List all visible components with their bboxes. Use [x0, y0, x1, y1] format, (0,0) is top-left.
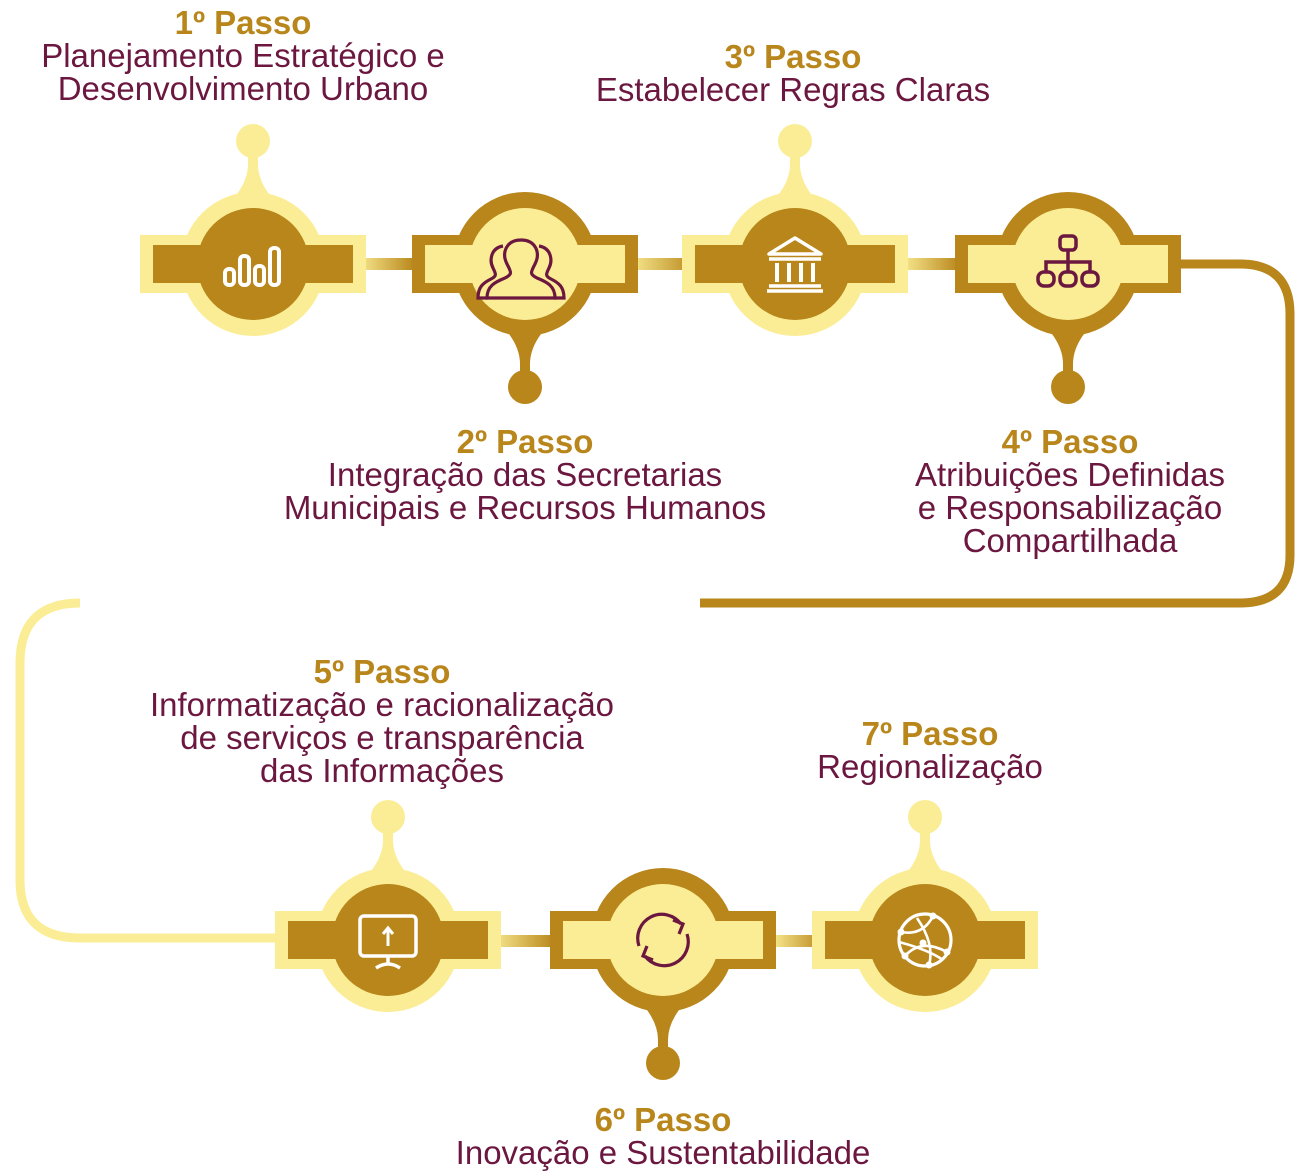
step-2-disc [469, 208, 581, 320]
step-3-title-line: Estabelecer Regras Claras [595, 71, 991, 108]
step-7-pin [908, 800, 942, 870]
step-6-title: Inovação e Sustentabilidade [456, 1136, 871, 1169]
step-1-title: Planejamento Estratégico e Desenvolvimen… [41, 39, 445, 105]
step-4-title-line: Compartilhada [962, 522, 1178, 559]
step-2-number: 2º Passo [456, 423, 594, 460]
connector-5-6 [490, 935, 555, 947]
org-chart-icon [1036, 234, 1100, 288]
step-1-node [140, 124, 366, 336]
step-4-title-line: e Responsabilização [917, 489, 1223, 526]
right-loop-connector [700, 259, 1295, 608]
step-1-title-line: Planejamento Estratégico e [41, 37, 445, 74]
bar-chart-icon [223, 246, 281, 287]
step-6-pin [646, 1010, 680, 1080]
step-5-node [275, 800, 501, 1012]
step-2-title: Integração das Secretarias Municipais e … [284, 458, 766, 524]
step-5-label: 5º Passo Informatização e racionalização… [150, 655, 614, 787]
step-6-disc [607, 884, 719, 996]
monitor-upload-icon [358, 914, 418, 970]
step-5-pin [371, 800, 405, 870]
step-1-pin [236, 124, 270, 194]
step-6-number: 6º Passo [594, 1101, 732, 1138]
step-5-title-line: Informatização e racionalização [149, 686, 615, 723]
connector-1-2 [355, 258, 415, 270]
institution-building-icon [767, 236, 823, 293]
step-7-number: 7º Passo [861, 715, 999, 752]
step-3-disc [739, 208, 851, 320]
people-group-icon [476, 238, 566, 300]
step-7-disc [869, 884, 981, 996]
step-4-title: Atribuições Definidas e Responsabilizaçã… [915, 458, 1225, 557]
step-2-node [412, 192, 638, 404]
step-5-title-line: das Informações [260, 752, 504, 789]
step-4-title-line: Atribuições Definidas [915, 456, 1225, 493]
step-7-title-line: Regionalização [817, 748, 1043, 785]
step-6-title-line: Inovação e Sustentabilidade [455, 1134, 871, 1171]
step-3-node [682, 124, 908, 336]
step-2-label: 2º Passo Integração das Secretarias Muni… [284, 425, 766, 524]
step-5-number: 5º Passo [313, 653, 451, 690]
step-2-title-line: Municipais e Recursos Humanos [283, 489, 767, 526]
step-3-label: 3º Passo Estabelecer Regras Claras [596, 40, 990, 106]
step-4-pin [1051, 334, 1085, 404]
step-4-label: 4º Passo Atribuições Definidas e Respons… [915, 425, 1225, 557]
step-2-title-line: Integração das Secretarias [327, 456, 723, 493]
network-globe-icon [897, 912, 953, 969]
step-4-number: 4º Passo [1001, 423, 1139, 460]
left-loop-connector [15, 598, 300, 943]
step-6-node [550, 868, 776, 1080]
step-1-number: 1º Passo [174, 4, 312, 41]
step-1-disc [197, 208, 309, 320]
step-6-label: 6º Passo Inovação e Sustentabilidade [456, 1103, 871, 1169]
refresh-cycle-icon [636, 912, 690, 968]
step-4-node [955, 192, 1181, 404]
step-5-title: Informatização e racionalização de servi… [150, 688, 614, 787]
step-3-pin [778, 124, 812, 194]
connector-2-3 [627, 258, 697, 270]
step-1-label: 1º Passo Planejamento Estratégico e Dese… [41, 6, 445, 105]
step-7-label: 7º Passo Regionalização [817, 717, 1043, 783]
step-5-title-line: de serviços e transparência [180, 719, 584, 756]
step-3-number: 3º Passo [724, 38, 862, 75]
connector-6-7 [770, 935, 825, 947]
step-7-title: Regionalização [817, 750, 1043, 783]
step-1-title-line: Desenvolvimento Urbano [57, 70, 429, 107]
step-7-node [812, 800, 1038, 1012]
step-2-pin [508, 334, 542, 404]
step-3-title: Estabelecer Regras Claras [596, 73, 990, 106]
connector-3-4 [900, 258, 960, 270]
